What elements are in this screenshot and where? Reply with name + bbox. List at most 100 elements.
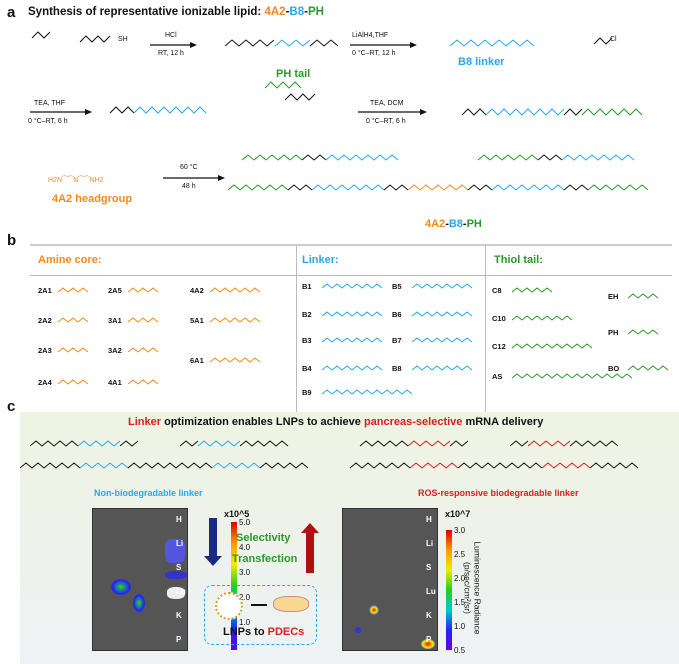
- linker-b6: B6: [392, 310, 402, 319]
- bond-chain: [541, 462, 591, 469]
- organ-label-k: K: [176, 611, 182, 620]
- bond-chain: [349, 462, 411, 469]
- bond-chain: [563, 108, 583, 116]
- colorbar-tick: 1.5: [454, 598, 466, 607]
- bond-chain: [411, 337, 473, 343]
- organ-label-p: P: [426, 635, 432, 644]
- bond-chain: [477, 154, 539, 161]
- tail-c10: C10: [492, 314, 506, 323]
- signal-spot: [355, 627, 361, 633]
- bond-chain: [209, 287, 261, 293]
- colorbar-tick: 1.0: [454, 622, 466, 631]
- tail-c8: C8: [492, 286, 502, 295]
- bond-chain: [627, 329, 659, 335]
- bond-chain: [491, 184, 565, 191]
- bond-chain: [325, 154, 399, 161]
- pancreas-signal: [421, 639, 435, 649]
- linker-b2: B2: [302, 310, 312, 319]
- up-arrow-icon: [301, 523, 319, 533]
- ros-responsive-linker-label: ROS-responsive biodegradable linker: [418, 488, 579, 498]
- colorbar-tick: 0.5: [454, 646, 466, 655]
- organ-label-li: Li: [426, 539, 434, 548]
- structure-glyph: [57, 379, 89, 385]
- bond-chain: [359, 440, 409, 447]
- amine-4a2: 4A2: [190, 286, 204, 295]
- bond-chain: [19, 462, 81, 469]
- step2-conditions: 0 °C–RT, 12 h: [352, 50, 396, 57]
- panel-c-title: Linker optimization enables LNPs to achi…: [128, 416, 543, 428]
- acetone: [31, 31, 51, 39]
- organ-label-k: K: [426, 611, 432, 620]
- amine-2a2: 2A2: [38, 316, 52, 325]
- panel-a-title: Synthesis of representative ionizable li…: [28, 6, 324, 18]
- title-text: mRNA delivery: [462, 416, 544, 428]
- colorbar-tick: 1.0: [239, 618, 251, 627]
- bond-chain: [284, 93, 316, 101]
- organ-label-p: P: [176, 635, 182, 644]
- bond-chain: [457, 462, 543, 469]
- structure-glyph: [127, 317, 159, 323]
- bond-chain: [259, 462, 309, 469]
- non-biodegradable-linker-label: Non-biodegradable linker: [94, 488, 203, 498]
- 4a2-core: [407, 184, 469, 191]
- title-4a2: 4A2: [264, 6, 286, 18]
- bond-chain: [209, 357, 261, 363]
- amine-3a1: 3A1: [108, 316, 122, 325]
- bond-chain: [563, 184, 589, 191]
- title-b8: B8: [289, 6, 305, 18]
- bond-chain: [57, 379, 89, 385]
- panel-b-label: b: [7, 232, 17, 249]
- bond-chain: [127, 462, 213, 469]
- bond-chain: [581, 108, 643, 116]
- bond-chain: [407, 440, 451, 447]
- lnp-text: LNPs to: [223, 626, 268, 638]
- structure-glyph: [411, 337, 473, 343]
- column-divider: [296, 246, 297, 435]
- bond-chain: [511, 287, 553, 293]
- product-dash: -: [462, 218, 467, 230]
- radiance-label: Luminescence Radiance: [472, 541, 483, 635]
- thiol-tail-header: Thiol tail:: [494, 254, 543, 266]
- organ-label-s: S: [176, 563, 182, 572]
- arrow-head-icon: [190, 42, 197, 48]
- bond-chain: [301, 154, 327, 161]
- product-4a2: 4A2: [425, 218, 446, 230]
- amine-5a1: 5A1: [190, 316, 204, 325]
- bond-chain: [511, 373, 633, 379]
- tail-as: AS: [492, 372, 503, 381]
- arrow-head-icon: [85, 109, 92, 115]
- structure-glyph: [57, 287, 89, 293]
- bond-chain: [411, 365, 473, 371]
- bond-chain: [309, 39, 339, 47]
- structure-glyph: [511, 343, 593, 349]
- arrow-head-icon: [410, 42, 417, 48]
- linker-b7: B7: [392, 336, 402, 345]
- bond-chain: [241, 154, 303, 161]
- arrow-head-icon: [420, 109, 427, 115]
- step3-conditions: 0 °C–RT, 6 h: [28, 118, 68, 125]
- amine-2a5: 2A5: [108, 286, 122, 295]
- structure-glyph: [321, 365, 383, 371]
- bond-chain: [211, 462, 261, 469]
- headgroup-label: 4A2 headgroup: [52, 193, 133, 205]
- step1-reagent: HCl: [165, 32, 177, 39]
- organ-label-lu: Lu: [426, 587, 436, 596]
- bond-chain: [527, 440, 571, 447]
- structure-glyph: [209, 287, 261, 293]
- product-dash: -: [445, 218, 449, 230]
- structure-glyph: [209, 357, 261, 363]
- tail-bo: BO: [608, 364, 620, 373]
- step5-reagent: 60 °C: [180, 164, 198, 171]
- amine-3a2: 3A2: [108, 346, 122, 355]
- amine-2a1: 2A1: [38, 286, 52, 295]
- ph-tail-structure: [264, 81, 302, 89]
- acryloyl-chloride: [593, 37, 613, 45]
- panel-c-label: c: [7, 398, 16, 415]
- title-linker: Linker: [128, 416, 162, 428]
- pancreas-icon: [273, 596, 309, 612]
- product-b8: B8: [448, 218, 463, 230]
- bond-chain: [411, 283, 473, 289]
- spleen-signal: [165, 571, 187, 579]
- structure-glyph: [511, 373, 633, 379]
